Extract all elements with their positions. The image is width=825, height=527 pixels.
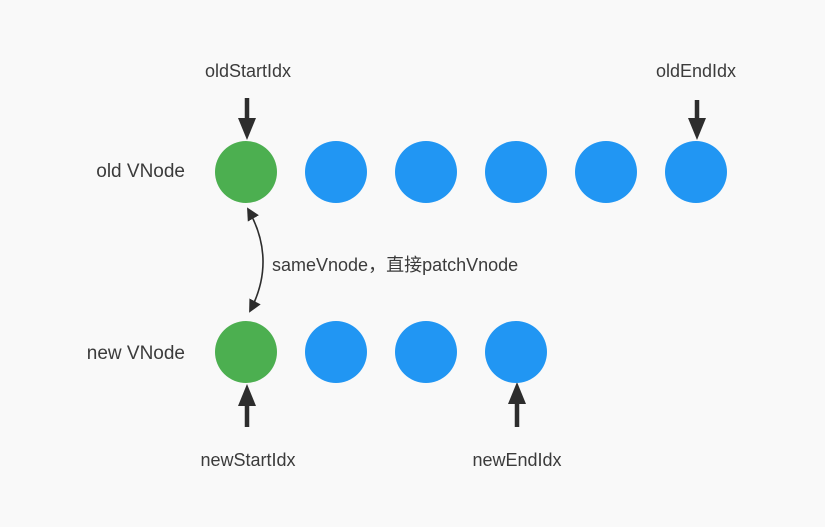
green-vnode-circle — [215, 141, 277, 203]
new-end-idx-label: newEndIdx — [472, 450, 562, 470]
same-vnode-annotation: sameVnode，直接patchVnode — [272, 255, 519, 275]
new-start-arrow-icon — [238, 384, 256, 427]
green-vnode-circle — [215, 321, 277, 383]
blue-vnode-circle — [395, 321, 457, 383]
blue-vnode-circle — [485, 141, 547, 203]
old-vnode-row — [215, 141, 727, 203]
old-vnode-row-label: old VNode — [96, 161, 185, 182]
new-start-idx-label: newStartIdx — [200, 450, 296, 470]
new-end-arrow-icon — [508, 382, 526, 427]
old-start-arrow-icon — [238, 98, 256, 140]
blue-vnode-circle — [575, 141, 637, 203]
blue-vnode-circle — [305, 141, 367, 203]
old-start-idx-label: oldStartIdx — [204, 61, 292, 81]
blue-vnode-circle — [665, 141, 727, 203]
new-vnode-row — [215, 321, 547, 383]
same-vnode-curved-arrow-icon — [247, 207, 264, 313]
old-end-arrow-icon — [688, 100, 706, 140]
old-end-idx-label: oldEndIdx — [655, 61, 737, 81]
blue-vnode-circle — [305, 321, 367, 383]
blue-vnode-circle — [395, 141, 457, 203]
blue-vnode-circle — [485, 321, 547, 383]
new-vnode-row-label: new VNode — [86, 343, 185, 364]
